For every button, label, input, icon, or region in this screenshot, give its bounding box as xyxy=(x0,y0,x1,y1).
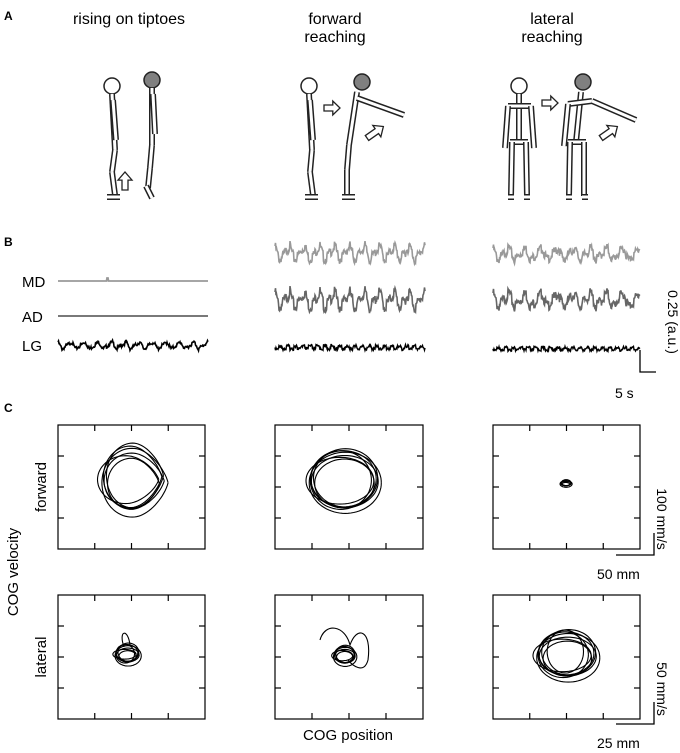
panel-c-phase-plots: forward 100 mm/s 50 mm lateral 50 mm/s 25 mm C… xyxy=(5,424,670,751)
cog-loop xyxy=(331,649,354,662)
task-title-tiptoes: rising on tiptoes xyxy=(73,11,185,28)
plot-frame xyxy=(492,594,641,720)
arrow-diag xyxy=(598,124,619,142)
trace-lateral-ad xyxy=(492,285,641,312)
cog-loop xyxy=(541,629,597,676)
cog-loop xyxy=(305,456,375,505)
panel-b-emg-traces: MD AD LG 0.25 (a.u.) 5 s xyxy=(22,240,680,401)
phase-plot-3 xyxy=(492,424,641,550)
cog-loop xyxy=(559,480,573,488)
panel-label-c: C xyxy=(4,401,13,415)
arrow-up xyxy=(116,171,134,191)
head xyxy=(143,71,161,89)
task-title-lateral: reaching xyxy=(521,29,582,46)
scale-velocity-2: 50 mm/s xyxy=(654,662,670,716)
head xyxy=(510,77,528,95)
cog-loop xyxy=(312,448,379,508)
figure-lateral-final xyxy=(561,73,638,200)
scale-velocity-1: 100 mm/s xyxy=(654,488,670,549)
phase-plot-1 xyxy=(57,424,206,550)
cog-loop xyxy=(105,442,165,509)
scale-position-1: 50 mm xyxy=(597,566,640,582)
scale-position-2: 25 mm xyxy=(597,735,640,751)
phase-plot-6 xyxy=(492,594,641,720)
row-label-lateral: lateral xyxy=(33,637,50,678)
cog-trajectory-start xyxy=(319,627,370,669)
figure-tiptoes-final xyxy=(143,71,161,200)
cog-loop xyxy=(112,648,137,660)
phase-plot-5 xyxy=(274,594,424,720)
head xyxy=(353,73,371,91)
cog-loop xyxy=(537,631,589,679)
emg-scale-bar xyxy=(639,350,656,373)
figure-tiptoes-initial xyxy=(103,77,121,200)
task-title-forward: reaching xyxy=(304,29,365,46)
cog-loop xyxy=(117,642,140,662)
plot-frame xyxy=(274,594,424,720)
arrow-right xyxy=(541,94,559,112)
trace-forward-lg xyxy=(274,342,426,353)
cog-loop xyxy=(115,643,136,664)
head xyxy=(300,77,318,95)
muscle-label-lg: LG xyxy=(22,338,42,355)
row-label-forward: forward xyxy=(33,462,50,512)
cog-loop xyxy=(546,629,585,674)
figure-forward-final xyxy=(342,73,406,200)
figure-forward-initial xyxy=(300,77,318,200)
muscle-label-ad: AD xyxy=(22,309,43,326)
x-axis-label: COG position xyxy=(303,727,393,744)
panel-label-b: B xyxy=(4,235,13,249)
emg-scale-time: 5 s xyxy=(615,385,634,401)
task-title-lateral: lateral xyxy=(530,11,574,28)
trace-tiptoes-md xyxy=(58,277,208,282)
figure-lateral-initial xyxy=(502,77,537,200)
cog-trajectory-start xyxy=(121,632,131,648)
panel-a-stick-figures xyxy=(103,71,638,200)
plot-frame xyxy=(57,594,206,720)
cog-loop xyxy=(532,638,592,673)
head xyxy=(103,77,121,95)
cog-scale-bar xyxy=(616,533,655,556)
phase-plot-4 xyxy=(57,594,206,720)
panel-label-a: A xyxy=(4,9,13,23)
cog-scale-bar xyxy=(616,702,655,725)
arrow-diag xyxy=(364,124,385,142)
y-axis-label: COG velocity xyxy=(5,527,22,616)
trace-tiptoes-lg xyxy=(57,337,209,354)
cog-loop xyxy=(560,479,572,487)
trace-forward-md xyxy=(274,240,426,267)
cog-loop xyxy=(309,450,372,510)
trace-lateral-md xyxy=(492,241,641,267)
arrow-right xyxy=(323,99,341,117)
cog-loop xyxy=(102,445,163,509)
trace-forward-ad xyxy=(274,284,426,315)
head xyxy=(574,73,592,91)
phase-plot-2 xyxy=(274,424,424,550)
trace-lateral-lg xyxy=(492,343,641,354)
plot-frame xyxy=(274,424,424,550)
task-title-forward: forward xyxy=(308,11,361,28)
cog-loop xyxy=(96,455,160,505)
muscle-label-md: MD xyxy=(22,274,45,291)
emg-scale-amplitude: 0.25 (a.u.) xyxy=(665,290,680,354)
